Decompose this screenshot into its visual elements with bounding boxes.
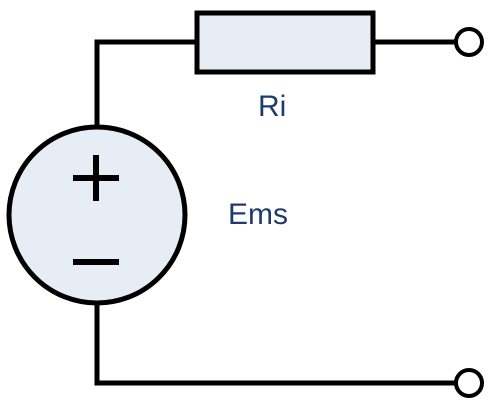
resistor-ri	[194, 10, 376, 75]
voltage-source-ems	[6, 124, 188, 306]
output-terminal-top[interactable]	[454, 27, 484, 57]
output-terminal-bottom[interactable]	[454, 368, 484, 398]
wire-source-to-bottom-terminal	[94, 303, 456, 386]
resistor-label: Ri	[258, 90, 287, 123]
wire-source-to-resistor	[94, 39, 197, 125]
source-label: Ems	[228, 198, 288, 231]
plus-icon	[73, 155, 119, 201]
